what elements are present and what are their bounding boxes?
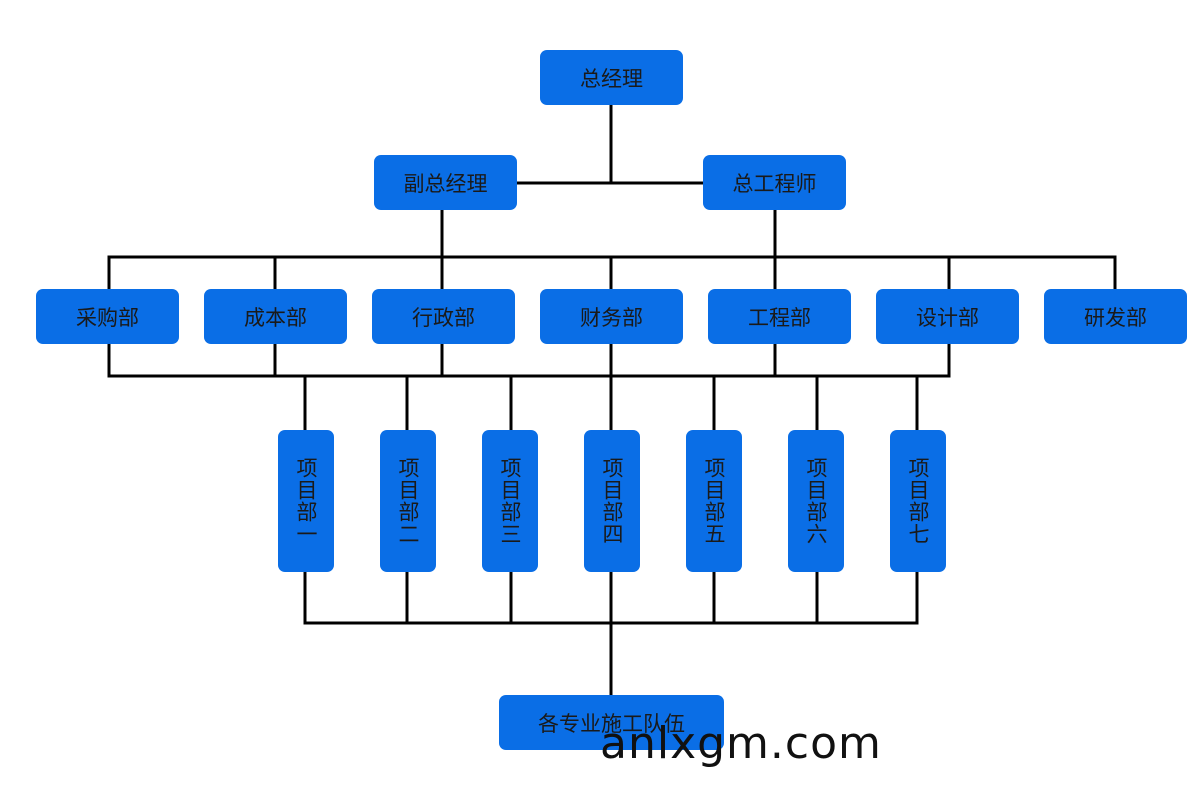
node-deputy-general-manager: 副总经理 [374,155,517,210]
node-project-2: 项目部二 [380,430,436,572]
node-dept-rnd: 研发部 [1044,289,1187,344]
node-label: 各专业施工队伍 [538,711,685,736]
node-label: 总工程师 [732,171,817,196]
node-project-5: 项目部五 [686,430,742,572]
node-label: 行政部 [412,305,475,330]
node-dept-finance: 财务部 [540,289,683,344]
node-general-manager: 总经理 [540,50,683,105]
node-label: 工程部 [748,305,811,330]
node-label: 项目部五 [702,457,726,545]
node-label: 设计部 [916,305,979,330]
node-label: 项目部一 [294,457,318,545]
node-label: 副总经理 [403,171,488,196]
node-dept-administration: 行政部 [372,289,515,344]
node-label: 总经理 [580,66,643,91]
node-label: 项目部二 [396,457,420,545]
node-chief-engineer: 总工程师 [703,155,846,210]
node-dept-cost: 成本部 [204,289,347,344]
node-dept-design: 设计部 [876,289,1019,344]
node-label: 研发部 [1084,305,1147,330]
node-project-6: 项目部六 [788,430,844,572]
node-label: 项目部六 [804,457,828,545]
node-label: 项目部四 [600,457,624,545]
node-project-1: 项目部一 [278,430,334,572]
node-construction-teams: 各专业施工队伍 [499,695,724,750]
node-label: 财务部 [580,305,643,330]
node-project-4: 项目部四 [584,430,640,572]
node-project-7: 项目部七 [890,430,946,572]
node-label: 项目部三 [498,457,522,545]
watermark-text: anlxgm.com [600,718,882,769]
node-label: 项目部七 [906,457,930,545]
node-project-3: 项目部三 [482,430,538,572]
node-label: 成本部 [244,305,307,330]
node-label: 采购部 [76,305,139,330]
node-dept-purchasing: 采购部 [36,289,179,344]
node-dept-engineering: 工程部 [708,289,851,344]
